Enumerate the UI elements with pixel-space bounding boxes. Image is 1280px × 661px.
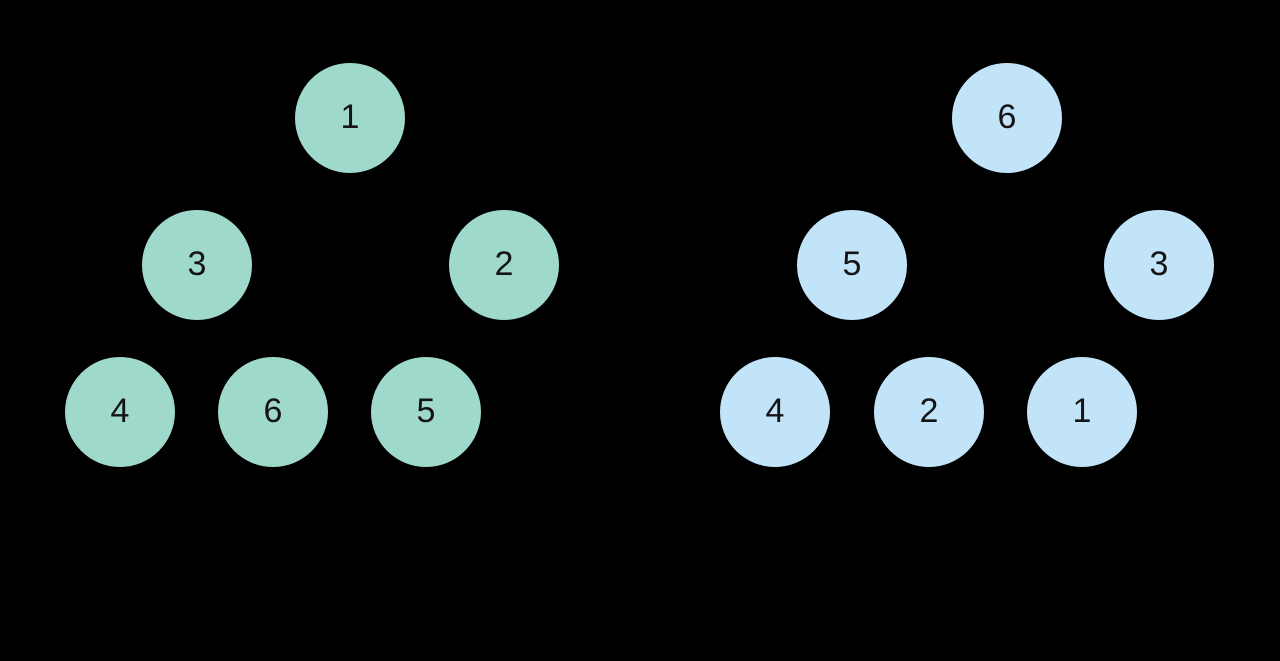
node-label: 6 [997,98,1017,136]
graph-node-6[interactable]: 6 [952,63,1062,173]
graph-node-4[interactable]: 4 [720,357,830,467]
graph-node-3[interactable]: 3 [1104,210,1214,320]
graph-node-1[interactable]: 1 [1027,357,1137,467]
node-label: 1 [1072,392,1092,430]
graph-node-5[interactable]: 5 [371,357,481,467]
node-label: 2 [919,392,939,430]
node-label: 4 [765,392,785,430]
node-label: 3 [1149,245,1169,283]
graph-node-2[interactable]: 2 [874,357,984,467]
node-label: 5 [842,245,862,283]
graph-node-3[interactable]: 3 [142,210,252,320]
graph-node-5[interactable]: 5 [797,210,907,320]
